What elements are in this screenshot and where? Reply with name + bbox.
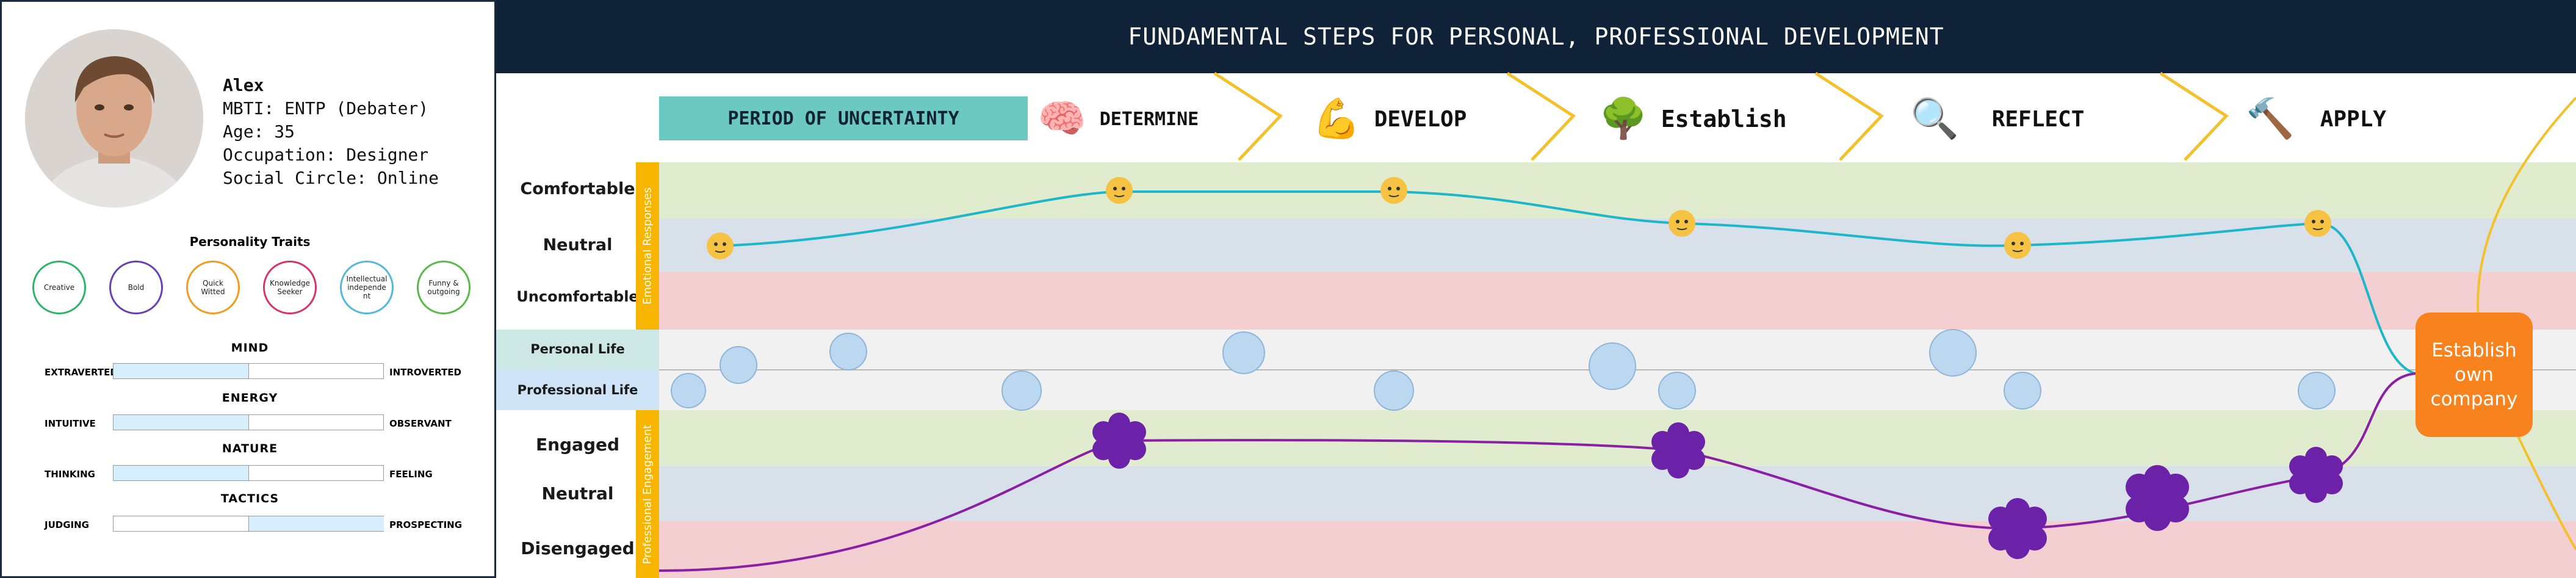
stage-reflect: 🔍 REFLECT [1910, 85, 2084, 153]
dimension-left-label: EXTRAVERTED [45, 367, 118, 378]
life-note-bubble [720, 346, 757, 384]
band-uncomfortable [659, 272, 2576, 330]
tree-icon: 🌳 [1599, 96, 1648, 142]
trait-funny-outgoing: Funny & outgoing [417, 261, 471, 314]
traits-title: Personality Traits [189, 234, 311, 249]
life-note-bubble [1001, 370, 1042, 411]
stage-establish: 🌳 Establish [1599, 85, 1787, 153]
trait-bold: Bold [109, 261, 163, 314]
dimension-bar-nature [113, 465, 384, 481]
band-neutral [659, 219, 2576, 272]
stage-label: DEVELOP [1374, 106, 1467, 132]
stage-determine: 🧠 DETERMINE [1037, 85, 1199, 153]
engagement-cloud [2126, 465, 2189, 531]
stage-label: DETERMINE [1099, 108, 1199, 130]
trait-quick-witted: Quick Witted [186, 261, 240, 314]
row-label-disengaged: Disengaged [521, 538, 635, 558]
emotion-face [1106, 177, 1133, 204]
band-comfortable [659, 162, 2576, 219]
dimension-fill [248, 516, 384, 531]
life-note-bubble [829, 333, 867, 370]
persona-name: Alex [223, 75, 264, 95]
stage-develop: 💪 DEVELOP [1312, 85, 1467, 153]
row-label-professional-life: Professional Life [517, 383, 638, 397]
stage-period-of-uncertainty: PERIOD OF UNCERTAINTY [659, 96, 1028, 140]
dimension-right-label: FEELING [389, 469, 433, 480]
row-label-neutral: Neutral [543, 236, 613, 255]
hammer-icon: 🔨 [2246, 96, 2295, 142]
trait-creative: Creative [32, 261, 86, 314]
flexed-biceps-icon: 💪 [1312, 96, 1361, 142]
life-note-bubble [1374, 370, 1414, 411]
dimension-title-nature: NATURE [222, 442, 278, 455]
lane-label: Emotional Responses [641, 187, 654, 305]
dimension-left-label: JUDGING [45, 519, 89, 530]
emotional-journey-line [720, 190, 2416, 375]
stage-apply: 🔨 APPLY [2246, 85, 2386, 153]
dimension-right-label: PROSPECTING [389, 519, 463, 530]
persona-panel: Alex MBTI: ENTP (Debater) Age: 35 Occupa… [0, 0, 496, 578]
stage-label: REFLECT [1991, 106, 2085, 132]
row-label-engaged: Engaged [535, 435, 620, 455]
engagement-cloud [1651, 422, 1705, 479]
avatar [25, 29, 203, 208]
stage-label: Establish [1661, 106, 1787, 132]
life-note-bubble [2298, 372, 2336, 410]
dimension-bar-mind [113, 363, 384, 379]
engagement-cloud [1092, 413, 1146, 469]
dimension-title-tactics: TACTICS [220, 492, 280, 505]
persona-age: Age: 35 [223, 121, 295, 142]
emotion-face [1380, 177, 1407, 204]
outcome-box: Establish own company [2415, 312, 2533, 437]
persona-details: Alex MBTI: ENTP (Debater) Age: 35 Occupa… [223, 74, 439, 190]
lane-label: Professional Engagement [641, 424, 654, 564]
dimension-title-energy: ENERGY [222, 391, 278, 405]
emotion-face [2004, 232, 2031, 259]
life-note-bubble [1658, 372, 1696, 410]
page-title: FUNDAMENTAL STEPS FOR PERSONAL, PROFESSI… [496, 0, 2576, 73]
engagement-cloud [1988, 498, 2047, 559]
lane-emotional-responses: Emotional Responses [636, 162, 659, 330]
life-note-bubble [671, 373, 706, 408]
life-note-bubble [1589, 342, 1636, 390]
band-eng-neutral [659, 466, 2576, 521]
emotion-face [1669, 210, 1695, 237]
life-note-bubble [1222, 331, 1265, 374]
dimension-right-label: INTROVERTED [389, 367, 461, 378]
dimension-bar-energy [113, 414, 384, 430]
stage-label: APPLY [2320, 106, 2387, 132]
life-note-bubble [2004, 372, 2041, 410]
engagement-journey-line [658, 372, 2416, 572]
band-personal-life [659, 330, 2576, 370]
brain-icon: 🧠 [1037, 96, 1086, 142]
dimension-left-label: INTUITIVE [45, 418, 96, 429]
life-note-bubble [1929, 329, 1977, 377]
dimension-title-mind: MIND [231, 341, 269, 355]
lane-professional-engagement: Professional Engagement [636, 410, 659, 578]
trait-knowledge-seeker: Knowledge Seeker [263, 261, 317, 314]
persona-social-circle: Social Circle: Online [223, 168, 439, 188]
row-label-uncomfortable: Uncomfortable [516, 288, 639, 305]
dimension-fill [114, 466, 249, 480]
dimension-bar-tactics [113, 516, 384, 532]
persona-occupation: Occupation: Designer [223, 145, 429, 165]
emotion-face [2304, 210, 2331, 237]
trait-intellectual-independent: Intellectual independe nt [340, 261, 394, 314]
emotion-face [707, 233, 734, 259]
band-engaged [659, 410, 2576, 466]
engagement-cloud [2289, 447, 2343, 503]
row-label-eng-neutral: Neutral [541, 483, 614, 504]
row-label-personal-life: Personal Life [530, 342, 625, 356]
dimension-fill [114, 364, 249, 378]
dimension-fill [114, 415, 249, 430]
magnifying-glass-icon: 🔍 [1910, 96, 1959, 142]
persona-mbti: MBTI: ENTP (Debater) [223, 98, 429, 118]
row-label-comfortable: Comfortable [520, 179, 635, 198]
band-disengaged [659, 521, 2576, 578]
band-professional-life [659, 370, 2576, 410]
dimension-right-label: OBSERVANT [389, 418, 452, 429]
dimension-left-label: THINKING [45, 469, 95, 480]
